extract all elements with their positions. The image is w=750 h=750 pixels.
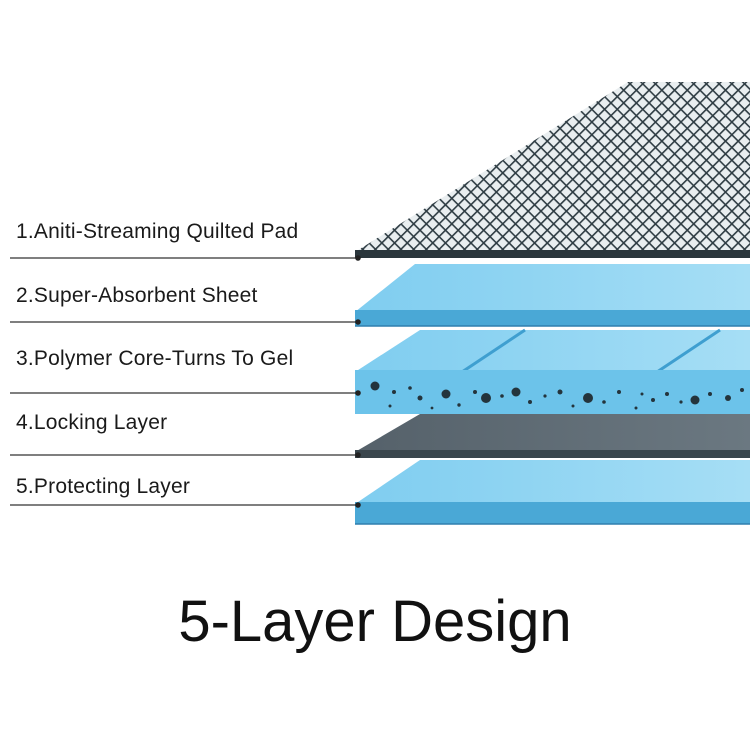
diagram-title: 5-Layer Design	[178, 589, 572, 654]
leader-dots	[355, 255, 361, 508]
layer-1-quilted-pad	[355, 82, 750, 258]
layer-3-label: 3.Polymer Core-Turns To Gel	[16, 347, 294, 370]
layer-5-label: 5.Protecting Layer	[16, 475, 191, 498]
layer-2-absorbent-sheet	[355, 264, 750, 327]
layer-3-polymer-core	[355, 328, 750, 414]
layer-2-label: 2.Super-Absorbent Sheet	[16, 284, 258, 307]
layer-4-locking	[355, 414, 750, 458]
layer-4-label: 4.Locking Layer	[16, 411, 168, 434]
layer-5-protecting	[355, 460, 750, 525]
leader-lines	[10, 257, 358, 506]
layer-1-label: 1.Aniti-Streaming Quilted Pad	[16, 220, 299, 243]
